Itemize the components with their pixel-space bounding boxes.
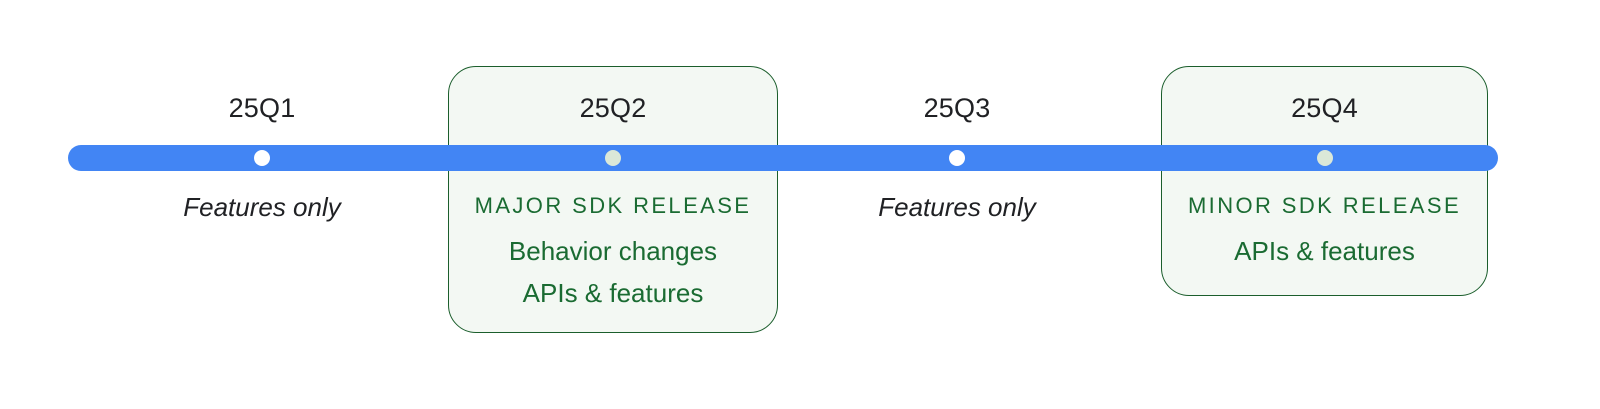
quarter-column-25q1: 25Q1 Features only	[132, 0, 392, 409]
quarter-card-25q4	[1161, 66, 1488, 296]
quarter-label-25q4: 25Q4	[1291, 93, 1358, 123]
milestone-dot-25q4	[1316, 150, 1333, 166]
quarter-label-25q2: 25Q2	[579, 93, 647, 123]
release-kicker-25q2: MAJOR SDK RELEASE	[474, 193, 752, 218]
quarter-column-25q2: 25Q2 MAJOR SDK RELEASE Behavior changes …	[448, 0, 778, 409]
release-line-25q2-0: Behavior changes	[508, 236, 718, 266]
release-line-25q4-0: APIs & features	[1234, 236, 1415, 266]
milestone-dot-25q1	[254, 150, 270, 166]
quarter-column-25q3: 25Q3 Features only	[827, 0, 1087, 409]
milestone-dot-25q3	[949, 150, 965, 166]
quarter-label-25q3: 25Q3	[923, 93, 991, 123]
quarter-card-25q2	[448, 66, 778, 333]
quarter-note-25q1: Features only	[183, 192, 341, 222]
quarter-body-25q1: Features only	[132, 190, 392, 224]
quarter-body-25q4: MINOR SDK RELEASE APIs & features	[1161, 190, 1488, 272]
quarter-label-25q1: 25Q1	[228, 93, 296, 123]
quarter-column-25q4: 25Q4 MINOR SDK RELEASE APIs & features	[1161, 0, 1488, 409]
quarter-body-25q2: MAJOR SDK RELEASE Behavior changes APIs …	[448, 190, 778, 314]
milestone-dot-25q2	[605, 150, 621, 166]
quarter-note-25q3: Features only	[878, 192, 1036, 222]
quarter-body-25q3: Features only	[827, 190, 1087, 224]
timeline-rail	[68, 145, 1498, 171]
release-line-25q2-1: APIs & features	[522, 278, 704, 308]
release-kicker-25q4: MINOR SDK RELEASE	[1187, 193, 1462, 218]
